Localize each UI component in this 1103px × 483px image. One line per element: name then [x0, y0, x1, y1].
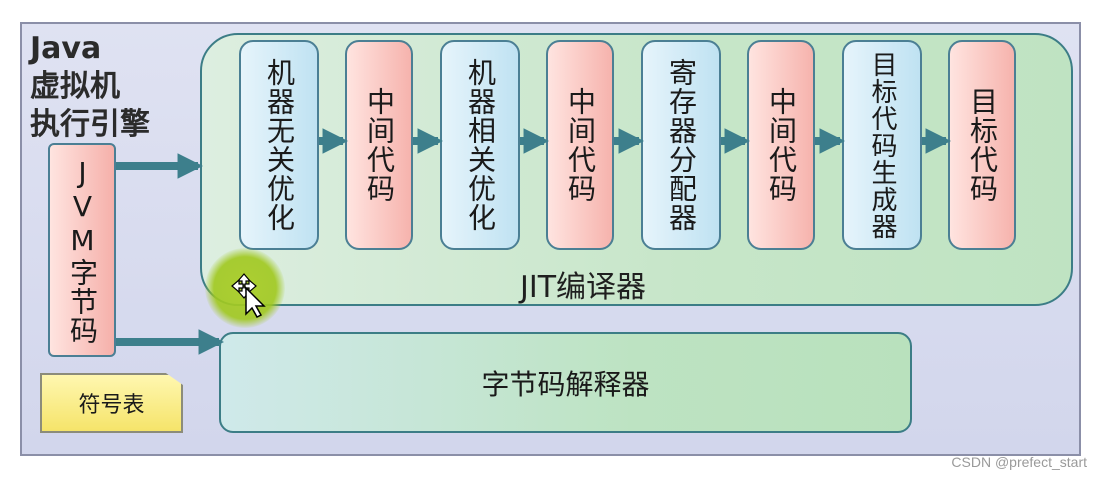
jit-stage-label: 中间代码: [564, 87, 597, 203]
jit-stage-label: 机器相关优化: [464, 58, 497, 232]
jit-stage-label: 目标代码: [966, 87, 999, 203]
engine-title-line: Java: [30, 31, 102, 66]
jit-stage-label: 目标代码生成器: [867, 50, 897, 240]
symbol-table-box: 符号表: [40, 373, 183, 433]
jit-stage-label: 寄存器分配器: [665, 58, 698, 232]
jit-stage-box: 机器无关优化: [239, 40, 319, 250]
jit-stage-box: 中间代码: [747, 40, 815, 250]
jit-stage-box: 目标代码: [948, 40, 1016, 250]
bytecode-interpreter-label: 字节码解释器: [481, 367, 650, 401]
jit-stage-box: 中间代码: [546, 40, 614, 250]
watermark: CSDN @prefect_start: [951, 454, 1087, 470]
symbol-table-label: 符号表: [78, 393, 145, 418]
bytecode-interpreter-box: 字节码解释器: [219, 332, 912, 433]
engine-title-line: 执行引擎: [30, 107, 150, 142]
jit-stage-label: 中间代码: [363, 87, 396, 203]
jit-stage-box: 寄存器分配器: [641, 40, 721, 250]
engine-title-line: 虚拟机: [30, 69, 120, 104]
jit-stage-box: 机器相关优化: [440, 40, 520, 250]
jit-compiler-label: JIT编译器: [520, 270, 647, 305]
jvm-bytecode-box: JVM字节码: [48, 143, 116, 357]
jit-stage-label: 机器无关优化: [263, 58, 296, 232]
jit-stage-box: 中间代码: [345, 40, 413, 250]
move-cursor-icon: [231, 273, 266, 318]
jvm-bytecode-label: JVM字节码: [66, 155, 99, 345]
engine-title: Java 虚拟机 执行引擎: [30, 30, 190, 144]
jit-stage-label: 中间代码: [765, 87, 798, 203]
jit-stage-box: 目标代码生成器: [842, 40, 922, 250]
